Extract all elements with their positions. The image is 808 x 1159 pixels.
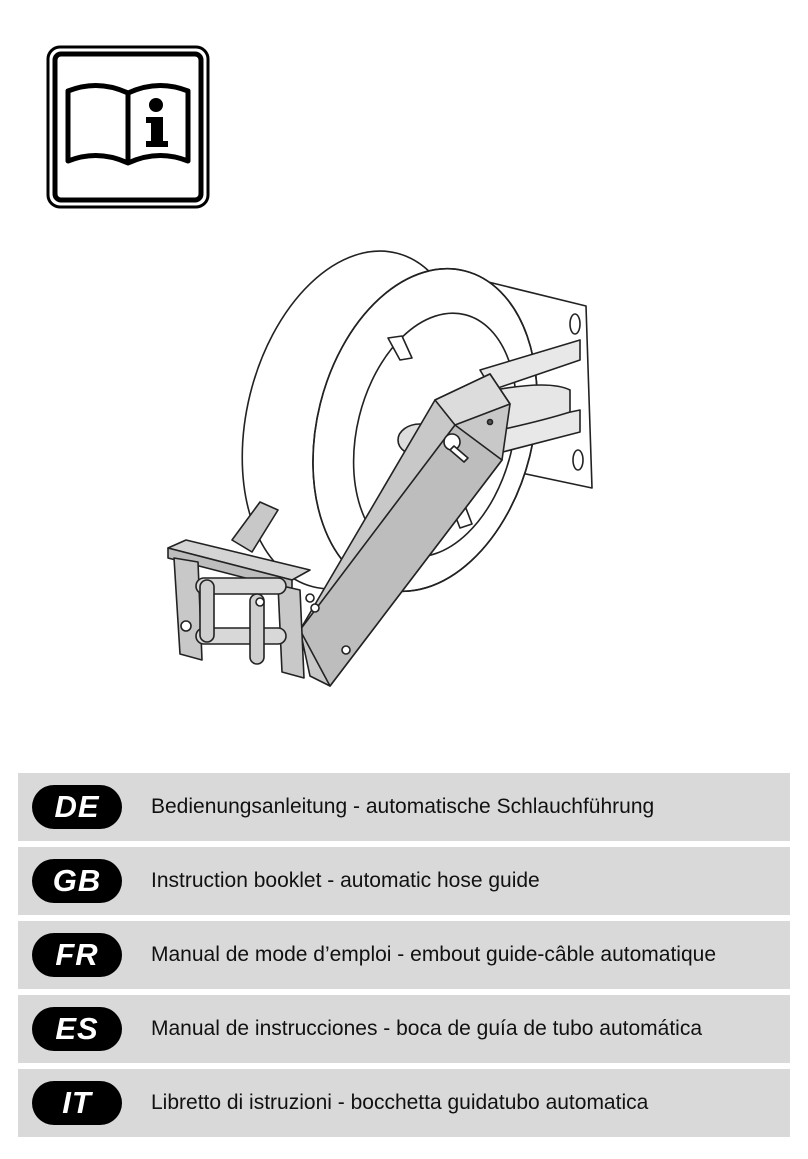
language-code-badge: GB [32, 859, 122, 903]
hose-reel-illustration [150, 240, 620, 710]
language-code-badge: DE [32, 785, 122, 829]
language-code-badge: FR [32, 933, 122, 977]
language-row-it: IT Libretto di istruzioni - bocchetta gu… [18, 1069, 790, 1137]
language-list: DE Bedienungsanleitung - automatische Sc… [18, 773, 790, 1143]
language-row-es: ES Manual de instrucciones - boca de guí… [18, 995, 790, 1063]
language-title: Bedienungsanleitung - automatische Schla… [151, 795, 655, 818]
language-title: Manual de mode d’emploi - embout guide-c… [151, 943, 717, 966]
read-manual-info-icon [46, 45, 210, 209]
language-title: Libretto di istruzioni - bocchetta guida… [151, 1091, 649, 1114]
language-row-gb: GB Instruction booklet - automatic hose … [18, 847, 790, 915]
language-title: Instruction booklet - automatic hose gui… [151, 869, 540, 892]
language-title: Manual de instrucciones - boca de guía d… [151, 1017, 703, 1040]
language-code-badge: ES [32, 1007, 122, 1051]
language-row-fr: FR Manual de mode d’emploi - embout guid… [18, 921, 790, 989]
language-row-de: DE Bedienungsanleitung - automatische Sc… [18, 773, 790, 841]
language-code-badge: IT [32, 1081, 122, 1125]
